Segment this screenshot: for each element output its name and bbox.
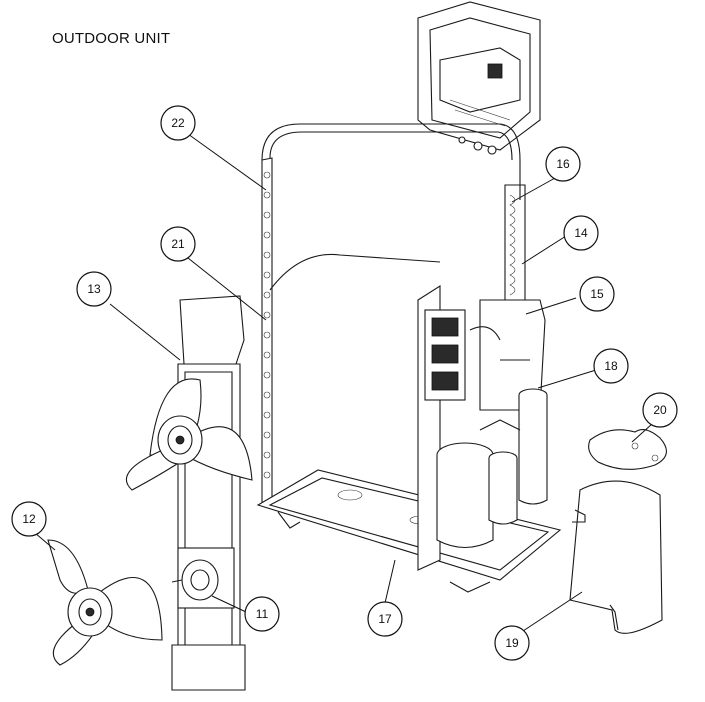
control-box [417, 1, 541, 155]
leader-lines [34, 133, 653, 634]
callout-14: 14 [563, 215, 599, 251]
callout-18: 18 [593, 348, 629, 384]
callout-17-label: 17 [378, 612, 392, 626]
callout-22: 22 [160, 105, 196, 141]
callout-19-label: 19 [505, 636, 519, 650]
heat-exchanger-coil [261, 123, 526, 506]
callout-20-label: 20 [653, 403, 667, 417]
callout-12-label: 12 [22, 512, 36, 526]
callout-12: 12 [11, 501, 47, 537]
callout-22-label: 22 [171, 116, 185, 130]
callout-17: 17 [367, 601, 403, 637]
callout-13: 13 [76, 271, 112, 307]
callout-19: 19 [494, 625, 530, 661]
fan-blade-lower [47, 539, 163, 666]
callout-21-label: 21 [171, 237, 185, 251]
callout-18-label: 18 [604, 359, 618, 373]
insulation-jacket [569, 480, 663, 634]
callout-16-label: 16 [556, 157, 570, 171]
cover-plate [588, 429, 667, 470]
callout-16: 16 [545, 146, 581, 182]
callout-15-label: 15 [590, 287, 604, 301]
page-title: OUTDOOR UNIT [52, 30, 171, 47]
callout-20: 20 [642, 392, 678, 428]
callout-21: 21 [160, 226, 196, 262]
compressor-assembly [417, 284, 548, 571]
callout-13-label: 13 [87, 282, 101, 296]
callout-11: 11 [244, 596, 280, 632]
callout-15: 15 [579, 276, 615, 312]
callout-11-label: 11 [256, 607, 269, 621]
fan-motor [171, 547, 246, 691]
callout-14-label: 14 [574, 226, 588, 240]
